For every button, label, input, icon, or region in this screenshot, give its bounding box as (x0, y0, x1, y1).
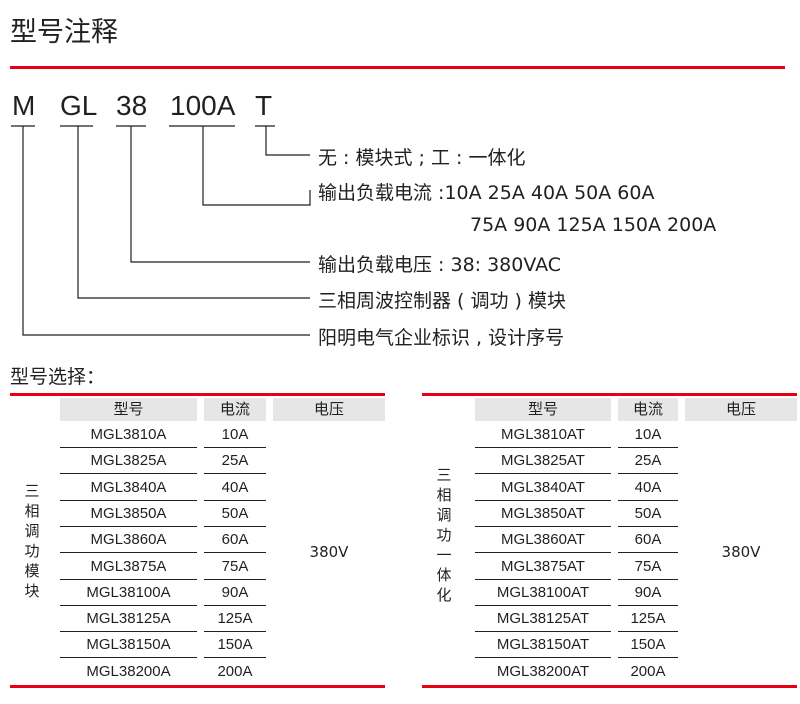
table-side-label-char: 一 (436, 546, 452, 564)
table-cell-current: 10A (618, 422, 678, 448)
table-cell-model: MGL38200A (86, 662, 171, 680)
table-side-label-char: 相 (436, 486, 452, 504)
header-model: 型号 (475, 398, 611, 421)
table-cell-model: MGL38100AT (475, 580, 611, 606)
table-cell-model: MGL3860AT (475, 527, 611, 554)
table-cell-model: MGL38125AT (475, 606, 611, 633)
header-voltage: 电压 (685, 398, 797, 421)
desc-voltage: 输出负载电压 : 38: 380VAC (318, 254, 562, 276)
desc-type: 三相周波控制器 ( 调功 ) 模块 (318, 290, 566, 312)
title-divider (10, 66, 785, 69)
table-cell-current: 75A (618, 554, 678, 580)
table-cell-current: 150A (204, 632, 266, 659)
desc-current: 输出负载电流 :10A 25A 40A 50A 60A (318, 182, 655, 204)
table-cell-current: 60A (204, 527, 266, 554)
table-cell-current: 40A (204, 475, 266, 501)
table-side-label-char: 三 (24, 482, 40, 500)
table-cell-current: 150A (618, 632, 678, 659)
table-cell-model: MGL3825A (60, 448, 197, 475)
table-cell-model: MGL38150AT (475, 632, 611, 659)
header-current: 电流 (204, 398, 266, 421)
model-table-1: 型号电流电压三相调功模块 MGL3810A 10A MGL3825A 25A MGL384… (10, 393, 385, 689)
code-leader-lines (11, 125, 311, 336)
table-side-label-char: 块 (24, 582, 40, 600)
table-cell-current: 90A (618, 580, 678, 606)
table-cell-model: MGL3810A (60, 422, 197, 448)
table-side-label-char: 三 (436, 466, 452, 484)
code-part-form: T (255, 90, 273, 121)
table-bottom-rule (10, 685, 385, 688)
table-cell-model: MGL38125A (60, 606, 197, 633)
table-cell-model: MGL38100A (60, 580, 197, 606)
table-cell-model: MGL3860A (60, 527, 197, 554)
desc-form: 无 : 模块式 ; 工 : 一体化 (318, 147, 526, 169)
table-cell-current: 75A (204, 554, 266, 580)
table-cell-current: 10A (204, 422, 266, 448)
code-part-brand: M (12, 90, 36, 121)
table-top-rule (422, 393, 797, 396)
table-cell-model: MGL3875A (60, 554, 197, 580)
selection-title: 型号选择： (10, 366, 106, 388)
table-cell-current: 60A (618, 527, 678, 554)
page-title: 型号注释 (10, 17, 118, 48)
table-cell-current: 25A (618, 448, 678, 475)
table-cell-model: MGL3840AT (475, 475, 611, 501)
header-model: 型号 (60, 398, 197, 421)
table-side-label-char: 调 (24, 522, 40, 540)
desc-brand: 阳明电气企业标识 , 设计序号 (318, 327, 565, 349)
table-side-label-char: 化 (436, 586, 452, 604)
table-cell-model: MGL3810AT (475, 422, 611, 448)
header-current: 电流 (618, 398, 678, 421)
table-cell-current: 40A (618, 475, 678, 501)
table-cell-current: 50A (618, 501, 678, 527)
table-side-label-char: 调 (436, 506, 452, 524)
table-side-label-char: 功 (436, 526, 452, 544)
table-cell-model: MGL3850AT (475, 501, 611, 527)
table-side-label-char: 模 (24, 562, 40, 580)
table-cell-model: MGL3850A (60, 501, 197, 527)
code-part-voltage: 38 (116, 90, 148, 121)
table-cell-model: MGL3825AT (475, 448, 611, 475)
code-part-current: 100A (170, 90, 236, 121)
table-side-label-char: 功 (24, 542, 40, 560)
table-top-rule (10, 393, 385, 396)
table-cell-current: 125A (204, 606, 266, 633)
table-bottom-rule (422, 685, 797, 688)
table-cell-current: 25A (204, 448, 266, 475)
table-cell-current: 90A (204, 580, 266, 606)
table-cell-voltage: 380V (721, 543, 761, 561)
code-part-type: GL (60, 90, 98, 121)
table-cell-model: MGL3875AT (475, 554, 611, 580)
table-cell-model: MGL3840A (60, 475, 197, 501)
desc-current-cont: 75A 90A 125A 150A 200A (470, 214, 717, 236)
table-cell-voltage: 380V (309, 543, 349, 561)
table-cell-current: 200A (217, 662, 253, 680)
table-cell-current: 125A (618, 606, 678, 633)
table-side-label-char: 体 (436, 566, 452, 584)
header-voltage: 电压 (273, 398, 385, 421)
model-table-2: 型号电流电压三相调功一体化 MGL3810AT 10A MGL3825AT 25A MGL… (422, 393, 797, 689)
table-cell-current: 200A (630, 662, 666, 680)
table-cell-model: MGL38150A (60, 632, 197, 659)
table-cell-current: 50A (204, 501, 266, 527)
table-cell-model: MGL38200AT (496, 662, 590, 680)
table-side-label-char: 相 (24, 502, 40, 520)
